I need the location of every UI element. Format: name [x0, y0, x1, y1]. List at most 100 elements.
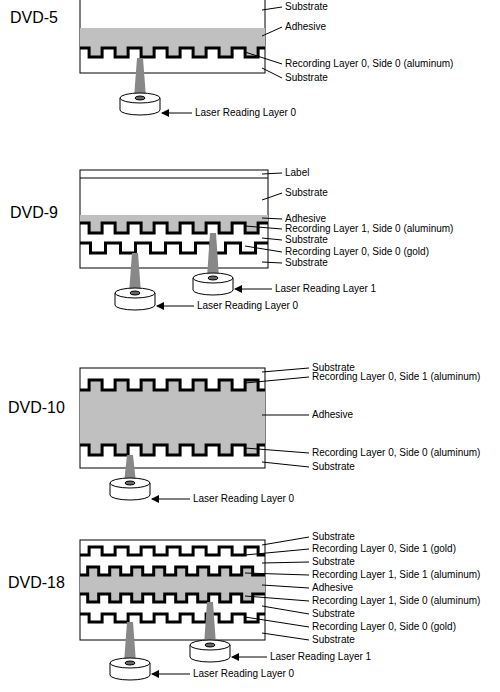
recording-layer — [80, 547, 265, 555]
layer-label: Recording Layer 0, Side 0 (aluminum) — [312, 447, 480, 459]
layer-label: Substrate — [312, 531, 355, 543]
leader-line — [262, 462, 309, 467]
laser-label: Laser Reading Layer 0 — [197, 300, 298, 312]
laser-top — [193, 273, 233, 283]
adhesive-fill — [80, 567, 265, 602]
leader-arrow — [152, 674, 190, 675]
leader-line — [262, 537, 309, 545]
laser-label: Laser Reading Layer 1 — [270, 651, 371, 663]
leader-line — [262, 193, 282, 200]
laser-lens — [135, 96, 145, 100]
disc-type-title: DVD-18 — [8, 574, 65, 592]
layer-label: Recording Layer 1, Side 1 (aluminum) — [312, 569, 480, 581]
layer-label: Substrate — [312, 461, 355, 473]
disc-type-title: DVD-5 — [10, 9, 58, 27]
laser-top — [190, 640, 230, 650]
laser-label: Laser Reading Layer 0 — [193, 668, 294, 680]
laser-beam — [124, 622, 136, 663]
layer-label: Adhesive — [312, 409, 353, 421]
layer-label: Recording Layer 0, Side 0 (gold) — [312, 621, 456, 633]
layer-label: Adhesive — [312, 582, 353, 594]
layer-label: Substrate — [285, 187, 328, 199]
leader-line — [262, 585, 309, 588]
laser-top — [110, 478, 150, 488]
laser-top — [110, 658, 150, 668]
leader-arrow — [157, 306, 194, 307]
recording-layer — [80, 380, 265, 390]
recording-layer — [80, 614, 265, 622]
layer-label: Substrate — [285, 1, 328, 13]
leader-line — [262, 173, 282, 174]
leader-line — [262, 218, 282, 219]
laser-lens — [125, 661, 135, 665]
layer-label: Recording Layer 1, Side 0 (aluminum) — [285, 223, 453, 235]
disc-outline — [80, 540, 265, 640]
leader-line — [262, 7, 282, 10]
disc-outline — [80, 0, 265, 73]
layer-label: Label — [285, 167, 309, 179]
laser-beam — [207, 233, 219, 278]
layer-label: Recording Layer 0, Side 0 (gold) — [285, 246, 429, 258]
leader-line — [245, 448, 309, 453]
laser-label: Laser Reading Layer 0 — [195, 107, 296, 119]
leader-line — [262, 633, 309, 640]
adhesive-fill — [80, 380, 265, 455]
leader-line — [262, 606, 309, 614]
disc-type-title: DVD-10 — [8, 399, 65, 417]
leader-line — [262, 415, 309, 416]
laser-lens — [125, 481, 135, 485]
layer-label: Substrate — [312, 608, 355, 620]
leader-line — [245, 549, 309, 555]
leader-arrow — [162, 113, 192, 114]
disc-type-title: DVD-9 — [10, 204, 58, 222]
leader-line — [245, 246, 282, 252]
leader-line — [245, 52, 282, 64]
layer-label: Recording Layer 0, Side 1 (aluminum) — [312, 371, 480, 383]
laser-label: Laser Reading Layer 0 — [193, 493, 294, 505]
layer-label: Recording Layer 0, Side 1 (gold) — [312, 543, 456, 555]
recording-layer — [80, 567, 265, 575]
leader-line — [262, 562, 309, 563]
layer-label: Recording Layer 1, Side 0 (aluminum) — [312, 595, 480, 607]
recording-layer — [80, 243, 268, 253]
laser-top — [120, 93, 160, 103]
leader-line — [262, 262, 282, 263]
laser-lens — [205, 643, 215, 647]
laser-lens — [130, 291, 140, 295]
label-layer — [80, 178, 268, 179]
layer-label: Recording Layer 0, Side 0 (aluminum) — [285, 58, 453, 70]
leader-line — [245, 596, 309, 601]
laser-beam — [204, 602, 216, 645]
layer-label: Substrate — [285, 72, 328, 84]
leader-line — [245, 573, 309, 575]
layer-label: Substrate — [285, 257, 328, 269]
leader-line — [245, 617, 309, 627]
laser-lens — [208, 276, 218, 280]
recording-layer — [80, 445, 265, 455]
laser-label: Laser Reading Layer 1 — [275, 283, 376, 295]
leader-arrow — [232, 657, 267, 658]
laser-top — [115, 288, 155, 298]
recording-layer — [80, 223, 268, 233]
layer-label: Adhesive — [285, 21, 326, 33]
disc-outline — [80, 368, 265, 468]
recording-layer — [80, 594, 265, 602]
adhesive-fill — [80, 28, 265, 57]
leader-line — [245, 377, 309, 383]
leader-line — [262, 27, 282, 36]
layer-label: Substrate — [312, 634, 355, 646]
layer-label: Substrate — [312, 556, 355, 568]
adhesive-fill — [80, 215, 268, 233]
leader-arrow — [152, 499, 190, 500]
layer-label: Substrate — [285, 234, 328, 246]
leader-line — [262, 68, 282, 78]
recording-layer — [80, 48, 265, 57]
leader-line — [262, 368, 309, 372]
disc-outline — [80, 170, 268, 268]
leader-line — [262, 238, 282, 240]
leader-arrow — [235, 289, 272, 290]
laser-beam — [134, 58, 146, 98]
leader-line — [245, 226, 282, 229]
laser-beam — [129, 253, 141, 293]
